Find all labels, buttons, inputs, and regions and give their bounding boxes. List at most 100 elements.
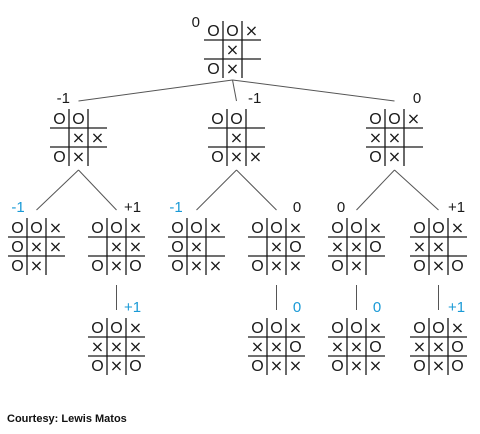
node-score: +1 bbox=[124, 199, 141, 216]
o-mark: O bbox=[129, 358, 141, 375]
node-score: 0 bbox=[293, 299, 301, 316]
node-score: +1 bbox=[448, 199, 465, 216]
x-mark: × bbox=[110, 337, 123, 356]
x-mark: × bbox=[49, 237, 62, 256]
o-mark: O bbox=[331, 320, 343, 337]
o-mark: O bbox=[289, 239, 301, 256]
o-mark: O bbox=[211, 111, 223, 128]
o-mark: O bbox=[53, 111, 65, 128]
o-mark: O bbox=[171, 239, 183, 256]
o-mark: O bbox=[331, 358, 343, 375]
o-mark: O bbox=[251, 220, 263, 237]
o-mark: O bbox=[369, 111, 381, 128]
o-mark: O bbox=[91, 358, 103, 375]
o-mark: O bbox=[30, 220, 42, 237]
o-mark: O bbox=[331, 220, 343, 237]
o-mark: O bbox=[110, 220, 122, 237]
o-mark: O bbox=[350, 320, 362, 337]
x-mark: × bbox=[350, 337, 363, 356]
x-mark: × bbox=[49, 218, 62, 237]
tree-edge bbox=[78, 79, 233, 102]
o-mark: O bbox=[91, 320, 103, 337]
o-mark: O bbox=[413, 320, 425, 337]
o-mark: O bbox=[451, 339, 463, 356]
o-mark: O bbox=[11, 239, 23, 256]
o-mark: O bbox=[230, 111, 242, 128]
x-mark: × bbox=[413, 337, 426, 356]
x-mark: × bbox=[331, 337, 344, 356]
x-mark: × bbox=[407, 109, 420, 128]
x-mark: × bbox=[369, 218, 382, 237]
x-mark: × bbox=[110, 237, 123, 256]
x-mark: × bbox=[270, 237, 283, 256]
o-mark: O bbox=[369, 149, 381, 166]
o-mark: O bbox=[289, 339, 301, 356]
tree-edge bbox=[232, 79, 395, 102]
x-mark: × bbox=[129, 237, 142, 256]
o-mark: O bbox=[171, 258, 183, 275]
x-mark: × bbox=[72, 128, 85, 147]
o-mark: O bbox=[207, 23, 219, 40]
node-score: 0 bbox=[373, 299, 381, 316]
o-mark: O bbox=[11, 258, 23, 275]
o-mark: O bbox=[451, 258, 463, 275]
node-score: 0 bbox=[192, 14, 200, 31]
x-mark: × bbox=[270, 256, 283, 275]
x-mark: × bbox=[289, 256, 302, 275]
x-mark: × bbox=[413, 237, 426, 256]
node-score: +1 bbox=[448, 299, 465, 316]
x-mark: × bbox=[369, 128, 382, 147]
o-mark: O bbox=[11, 220, 23, 237]
x-mark: × bbox=[350, 256, 363, 275]
o-mark: O bbox=[413, 358, 425, 375]
x-mark: × bbox=[91, 337, 104, 356]
x-mark: × bbox=[388, 128, 401, 147]
x-mark: × bbox=[289, 318, 302, 337]
x-mark: × bbox=[230, 128, 243, 147]
tree-edge bbox=[236, 169, 277, 211]
o-mark: O bbox=[432, 220, 444, 237]
tree-edges bbox=[36, 79, 439, 310]
node-score: +1 bbox=[124, 299, 141, 316]
o-mark: O bbox=[413, 258, 425, 275]
o-mark: O bbox=[251, 358, 263, 375]
x-mark: × bbox=[110, 256, 123, 275]
o-mark: O bbox=[72, 111, 84, 128]
o-mark: O bbox=[226, 23, 238, 40]
x-mark: × bbox=[129, 337, 142, 356]
x-mark: × bbox=[245, 21, 258, 40]
o-mark: O bbox=[451, 358, 463, 375]
x-mark: × bbox=[270, 356, 283, 375]
o-mark: O bbox=[251, 258, 263, 275]
o-mark: O bbox=[91, 220, 103, 237]
x-mark: × bbox=[251, 337, 264, 356]
x-mark: × bbox=[432, 237, 445, 256]
node-score: -1 bbox=[11, 199, 24, 216]
o-mark: O bbox=[432, 320, 444, 337]
x-mark: × bbox=[129, 218, 142, 237]
x-mark: × bbox=[190, 256, 203, 275]
tree-edge bbox=[36, 169, 79, 211]
o-mark: O bbox=[251, 320, 263, 337]
tree-edge bbox=[356, 169, 395, 211]
x-mark: × bbox=[226, 59, 239, 78]
x-mark: × bbox=[369, 356, 382, 375]
x-mark: × bbox=[230, 147, 243, 166]
x-mark: × bbox=[388, 147, 401, 166]
tree-edge bbox=[232, 79, 237, 102]
tree-edge bbox=[78, 169, 117, 211]
x-mark: × bbox=[72, 147, 85, 166]
o-mark: O bbox=[171, 220, 183, 237]
x-mark: × bbox=[350, 356, 363, 375]
x-mark: × bbox=[91, 128, 104, 147]
